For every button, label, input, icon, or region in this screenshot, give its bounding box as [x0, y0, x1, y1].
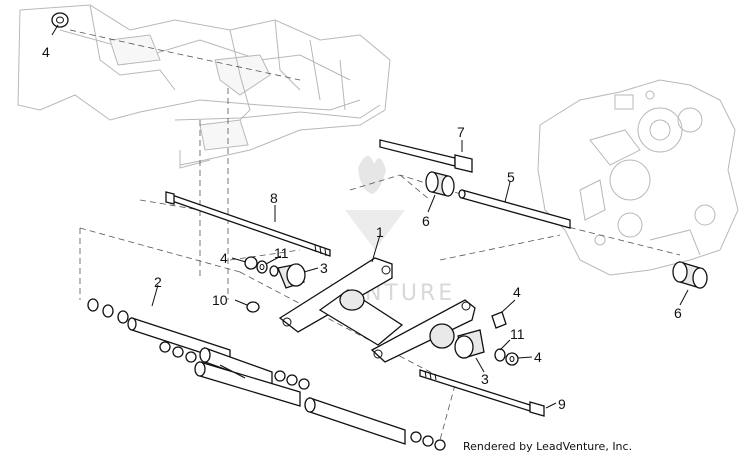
callout-1: 1 [376, 224, 384, 240]
shaft-tube-kit [87, 298, 446, 451]
nut-washer-right [494, 348, 519, 366]
callout-3-right: 3 [481, 371, 489, 387]
callout-11-left: 11 [274, 245, 289, 261]
callout-5: 5 [507, 169, 515, 185]
callout-9: 9 [558, 396, 566, 412]
frame-outline [17, 4, 391, 169]
callout-7: 7 [457, 124, 465, 140]
bolt-upper [379, 139, 473, 173]
nut-right-upper [491, 311, 507, 329]
callout-6-center: 6 [422, 213, 430, 229]
shaft-long [458, 189, 571, 229]
callout-4-left: 4 [220, 250, 228, 266]
assembly-guide-lines [69, 29, 681, 441]
bolt-lower [419, 369, 545, 417]
callout-6-right: 6 [674, 305, 682, 321]
swing-arm-bracket [278, 257, 476, 363]
spacer-small [246, 301, 260, 313]
callout-4-right-upper: 4 [513, 284, 521, 300]
rubber-mount-left [277, 263, 306, 289]
nut-washer-left [244, 256, 279, 277]
engine-outline [537, 79, 739, 276]
callout-11-right: 11 [510, 326, 525, 342]
render-credit: Rendered by LeadVenture, Inc. [463, 440, 633, 453]
bolt-long [165, 191, 331, 257]
callout-4-right-lower: 4 [534, 349, 542, 365]
rubber-mount-right [454, 329, 485, 359]
bushing-right [672, 261, 708, 289]
callout-10: 10 [212, 292, 228, 308]
nut-top [51, 12, 69, 28]
callout-8: 8 [270, 190, 278, 206]
callout-labels: 4 7 5 6 8 1 4 11 3 2 10 4 11 4 3 9 6 [42, 44, 682, 412]
bushing-center [425, 171, 455, 197]
callout-3-left: 3 [320, 260, 328, 276]
callout-2: 2 [154, 274, 162, 290]
callout-4-top: 4 [42, 44, 50, 60]
leader-lines [51, 24, 689, 409]
